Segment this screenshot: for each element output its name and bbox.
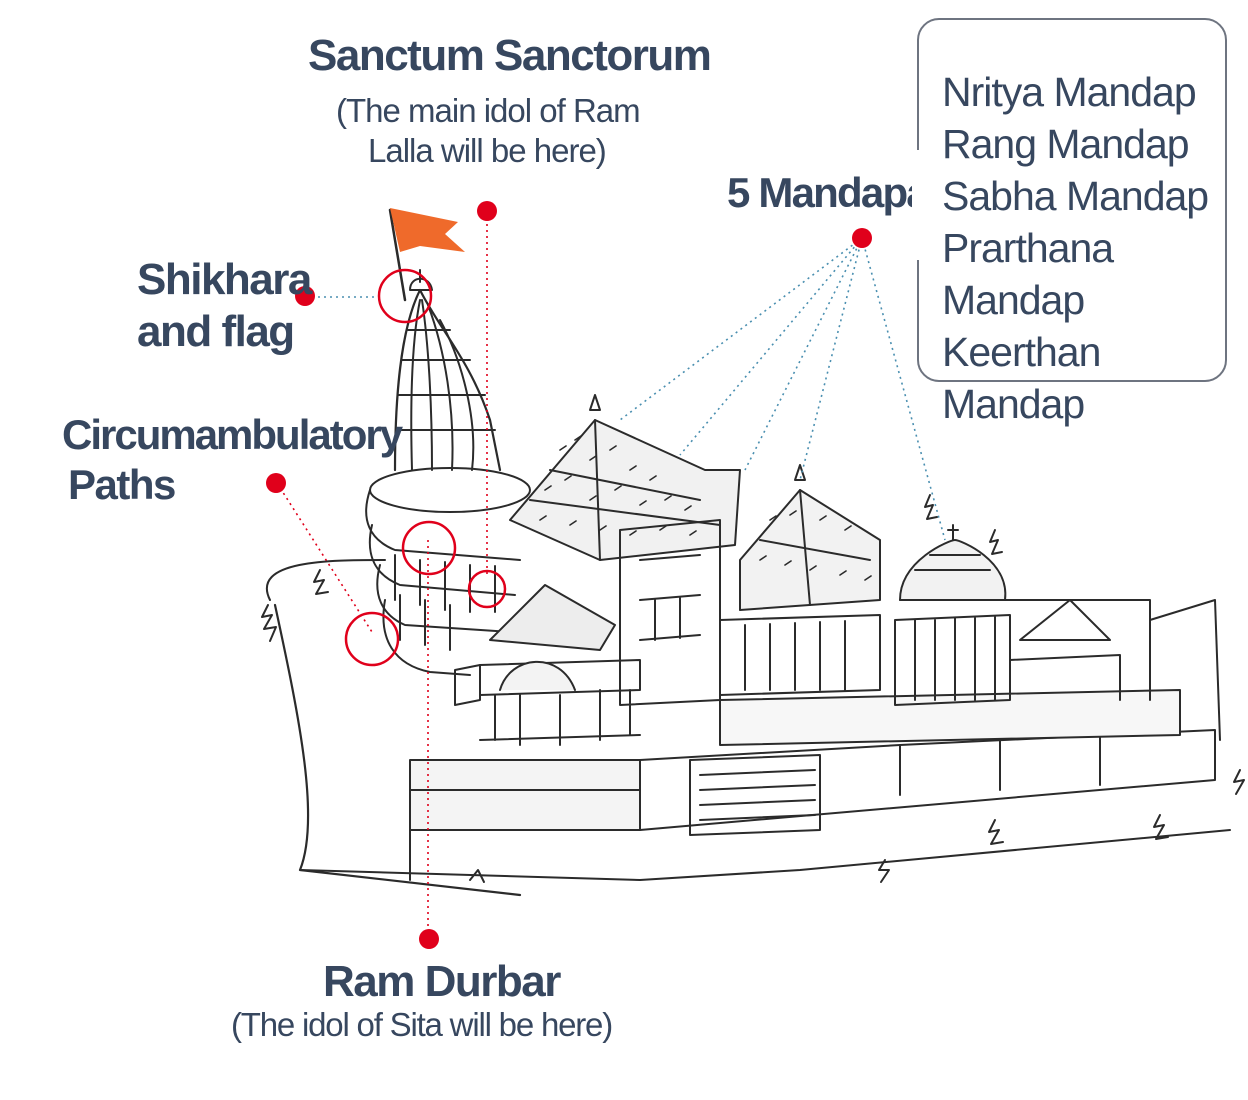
mandapas-box-gap [912,150,922,260]
circum-marker-dot [266,473,286,493]
shikhara-label-line1: Shikhara [137,255,312,304]
temple-sketch [261,208,1245,897]
mandap-item-nritya: Nritya Mandap [942,69,1197,115]
shikhara-highlight-circle [377,268,433,324]
shikhara-marker-dot [295,286,315,306]
mandap-item-sabha: Sabha Mandap [942,173,1209,219]
sanctum-title: Sanctum Sanctorum [308,31,712,80]
circum-label-line2: Paths [68,461,176,508]
mandapas-marker-dot [852,228,872,248]
sanctum-subtitle-line2: Lalla will be here) [368,132,607,169]
ram-durbar-subtitle: (The idol of Sita will be here) [231,1006,613,1043]
sanctum-subtitle-line1: (The main idol of Ram [336,92,641,129]
mandapas-list: Nritya Mandap Rang Mandap Sabha Mandap P… [942,66,1248,430]
mandap-item-keerthan: Keerthan Mandap [942,329,1101,427]
sanctum-inner-highlight-circle [467,569,507,609]
circum-label-line1: Circumambulatory [62,411,403,458]
sanctum-highlight-circle [401,520,457,576]
saffron-flag [390,208,465,252]
mandap-item-rang: Rang Mandap [942,121,1190,167]
shikhara-label-line2: and flag [137,307,295,356]
red-leader-lines [276,212,488,935]
mandap-item-prarthana: Prarthana Mandap [942,225,1114,323]
mandapas-list-box [917,18,1227,382]
ram-durbar-marker-dot [419,929,439,949]
path-highlight-circle [344,611,400,667]
sanctum-marker-dot [477,201,497,221]
ram-durbar-title: Ram Durbar [323,957,561,1006]
